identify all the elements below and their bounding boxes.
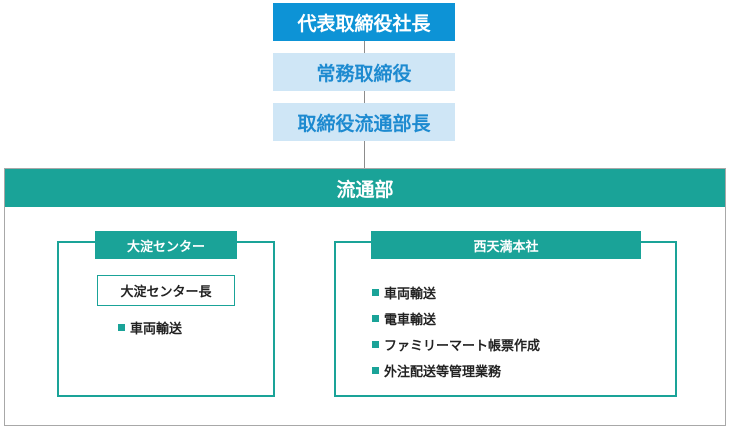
department-container (4, 168, 726, 426)
bullet-icon (372, 315, 379, 322)
connector-line (364, 41, 365, 53)
managing-director-label: 常務取締役 (316, 62, 412, 85)
list-item-label: 電車輸送 (384, 313, 437, 328)
bullet-icon (372, 367, 379, 374)
list-item: 車両輸送 (118, 318, 182, 337)
center-manager-box: 大淀センター長 (97, 275, 235, 306)
unit-name-nishitenma: 西天満本社 (473, 239, 539, 255)
department-header: 流通部 (5, 169, 725, 207)
unit-frame-nishitenma (334, 241, 677, 397)
unit-name-oyodo: 大淀センター (126, 239, 205, 255)
list-item-label: 車両輸送 (130, 322, 183, 337)
list-item: 車両輸送 (372, 283, 436, 302)
unit-header-nishitenma: 西天満本社 (371, 231, 641, 259)
bullet-icon (372, 289, 379, 296)
director-label: 取締役流通部長 (297, 112, 431, 135)
ceo-box: 代表取締役社長 (273, 3, 455, 41)
list-item: ファミリーマート帳票作成 (372, 335, 540, 354)
unit-header-oyodo: 大淀センター (95, 231, 237, 259)
connector-line (364, 91, 365, 103)
list-item-label: 車両輸送 (384, 287, 437, 302)
bullet-icon (372, 341, 379, 348)
list-item-label: ファミリーマート帳票作成 (384, 339, 541, 354)
center-manager-label: 大淀センター長 (120, 285, 212, 300)
department-title: 流通部 (336, 178, 394, 201)
connector-line (364, 141, 365, 169)
list-item-label: 外注配送等管理業務 (384, 365, 502, 380)
bullet-icon (118, 324, 125, 331)
list-item: 電車輸送 (372, 309, 436, 328)
managing-director-box: 常務取締役 (273, 53, 455, 91)
list-item: 外注配送等管理業務 (372, 361, 501, 380)
director-box: 取締役流通部長 (273, 103, 455, 141)
ceo-label: 代表取締役社長 (297, 12, 431, 35)
